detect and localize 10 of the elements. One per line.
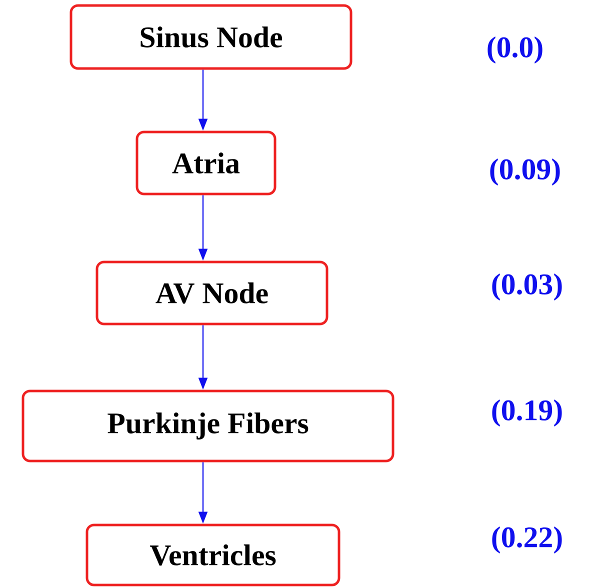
time-label: (0.19) xyxy=(492,399,562,427)
process-box: AV Node xyxy=(96,260,328,326)
process-box: Sinus Node xyxy=(70,4,352,70)
process-box: Ventricles xyxy=(86,524,340,586)
process-box: Purkinje Fibers xyxy=(22,390,394,462)
time-label: (0.0) xyxy=(488,36,542,64)
time-label: (0.22) xyxy=(492,526,562,554)
process-box: Atria xyxy=(136,130,276,196)
time-label: (0.09) xyxy=(490,158,560,186)
time-label: (0.03) xyxy=(492,273,562,301)
